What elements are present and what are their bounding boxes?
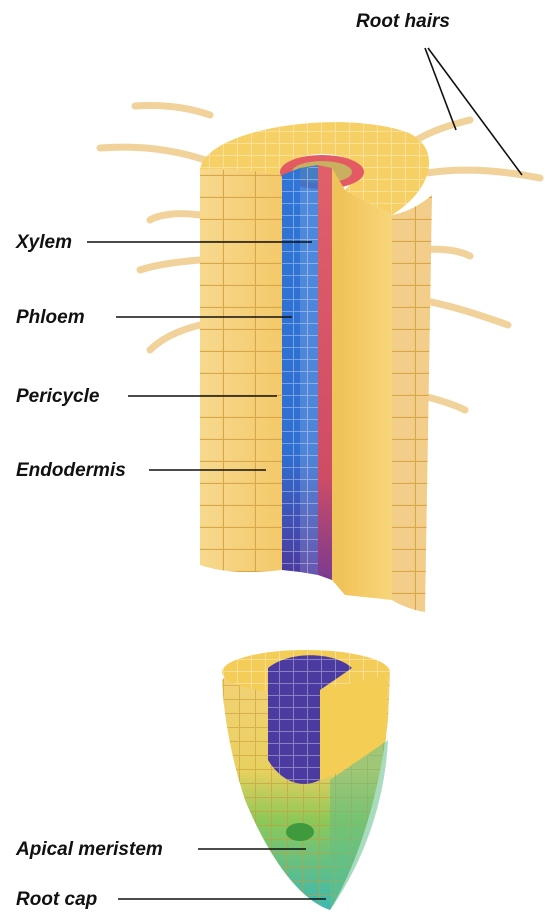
root-hairs-leader-1 <box>425 48 456 130</box>
root-tip-section <box>222 650 390 910</box>
xylem-label: Xylem <box>16 233 72 252</box>
root-cap-label: Root cap <box>16 890 97 909</box>
phloem-label: Phloem <box>16 308 85 327</box>
root-hairs-label: Root hairs <box>356 12 450 31</box>
pericycle-label: Pericycle <box>16 387 99 406</box>
apical-meristem-label: Apical meristem <box>16 840 163 859</box>
apical-meristem-region <box>286 823 314 841</box>
root-hairs-leader-2 <box>428 48 522 175</box>
upper-root-section <box>200 122 432 612</box>
endodermis-label: Endodermis <box>16 461 126 480</box>
